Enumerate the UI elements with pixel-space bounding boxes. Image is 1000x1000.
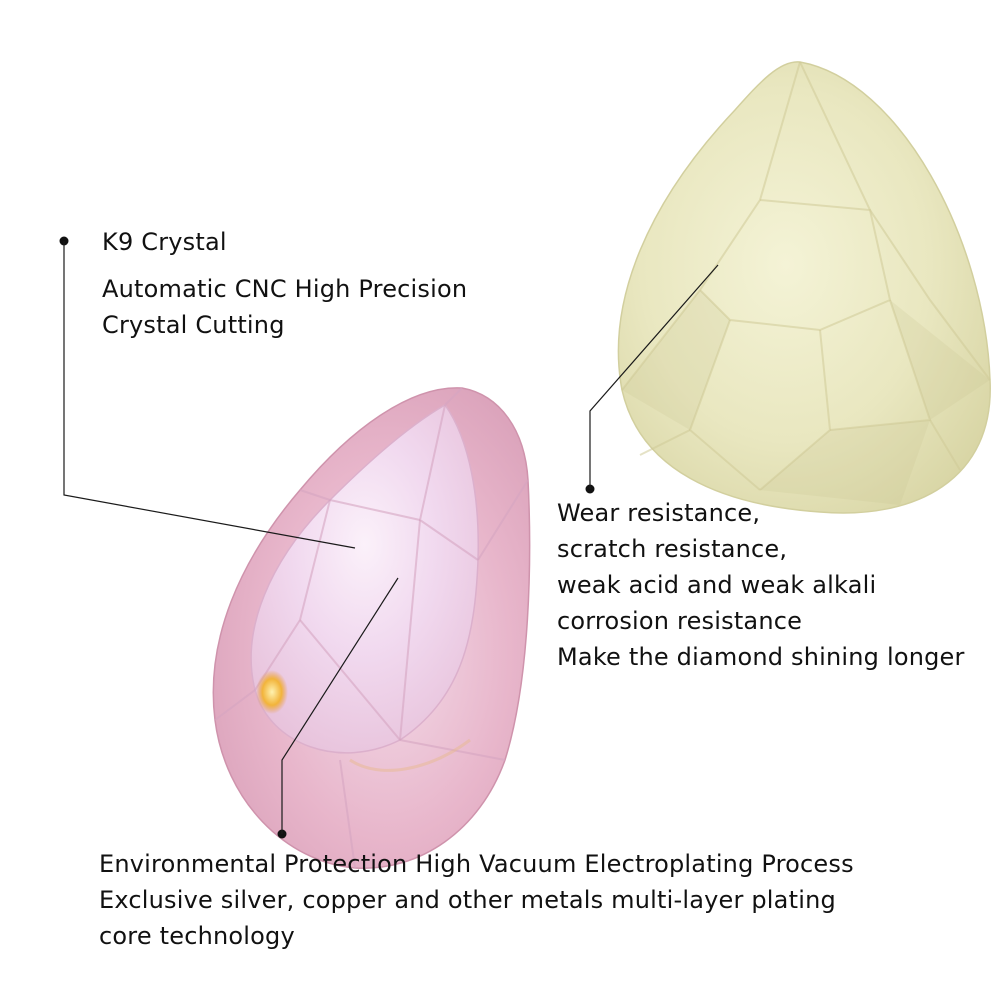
back-crystal-facets — [621, 61, 991, 491]
annotation-resistance-line-4: corrosion resistance — [557, 607, 803, 635]
annotation-resistance: Wear resistance, scratch resistance, wea… — [557, 495, 965, 675]
leader-k9 — [59, 236, 356, 549]
front-crystal — [212, 387, 531, 869]
annotation-k9-title: K9 Crystal — [102, 228, 227, 256]
front-crystal-glint — [256, 670, 288, 714]
leader-line — [281, 577, 399, 834]
annotation-plating-line-3: core technology — [99, 922, 295, 950]
annotation-resistance-line-1: Wear resistance, — [557, 499, 761, 527]
annotation-resistance-line-2: scratch resistance, — [557, 535, 788, 563]
back-crystal — [617, 61, 991, 514]
annotation-plating: Environmental Protection High Vacuum Ele… — [99, 846, 854, 954]
leader-line — [63, 241, 356, 549]
leader-resistance — [585, 264, 719, 494]
back-crystal-body — [617, 61, 991, 514]
back-crystal-shading — [622, 290, 990, 505]
annotation-plating-line-1: Environmental Protection High Vacuum Ele… — [99, 850, 854, 878]
annotation-k9-crystal: K9 Crystal — [102, 224, 227, 260]
leader-plating — [277, 577, 399, 839]
annotation-resistance-line-5: Make the diamond shining longer — [557, 643, 965, 671]
annotation-cnc-cutting: Automatic CNC High Precision Crystal Cut… — [102, 271, 467, 343]
front-crystal-table — [250, 404, 479, 754]
annotation-plating-line-2: Exclusive silver, copper and other metal… — [99, 886, 836, 914]
leader-line — [589, 264, 719, 489]
annotation-resistance-line-3: weak acid and weak alkali — [557, 571, 877, 599]
annotation-cnc-line-1: Automatic CNC High Precision — [102, 275, 468, 303]
annotation-cnc-line-2: Crystal Cutting — [102, 311, 285, 339]
